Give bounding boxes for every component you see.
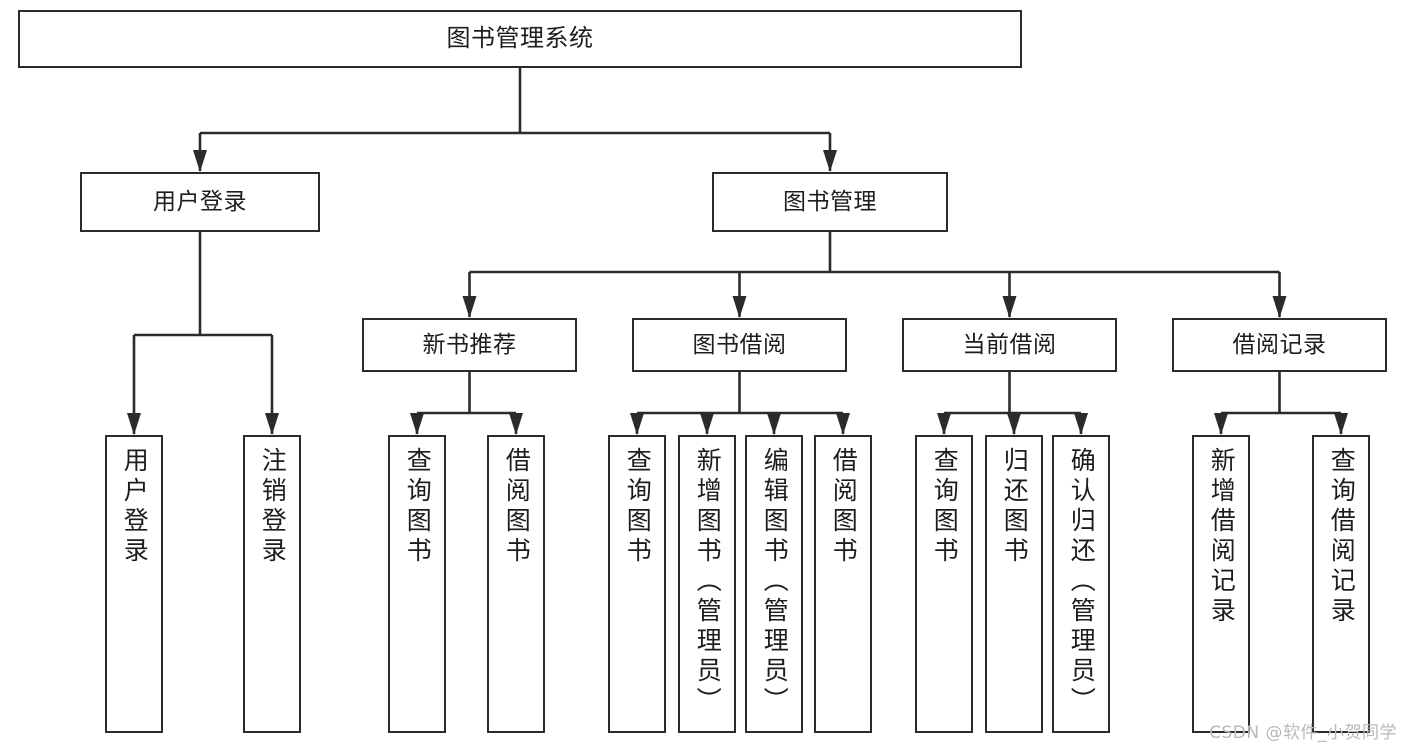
node-leaf-add-record[interactable]: 新增借阅记录 (1192, 435, 1250, 733)
node-label: 查询图书 (403, 447, 433, 567)
node-leaf-add-book[interactable]: 新增图书（管理员） (678, 435, 736, 733)
node-leaf-query-book-3[interactable]: 查询图书 (915, 435, 973, 733)
node-leaf-query-book-2[interactable]: 查询图书 (608, 435, 666, 733)
node-label: 编辑图书（管理员） (760, 447, 790, 717)
node-label: 确认归还（管理员） (1067, 447, 1097, 717)
node-label: 用户登录 (153, 188, 247, 215)
node-leaf-user-logout[interactable]: 注销登录 (243, 435, 301, 733)
node-current-borrow[interactable]: 当前借阅 (902, 318, 1117, 372)
node-leaf-user-login[interactable]: 用户登录 (105, 435, 163, 733)
node-label: 图书借阅 (692, 331, 787, 358)
node-label: 借阅图书 (502, 447, 532, 567)
node-leaf-confirm-return[interactable]: 确认归还（管理员） (1052, 435, 1110, 733)
node-label: 查询图书 (623, 447, 653, 567)
node-leaf-query-record[interactable]: 查询借阅记录 (1312, 435, 1370, 733)
node-label: 借阅图书 (829, 447, 859, 567)
node-label: 新书推荐 (422, 331, 517, 358)
node-root[interactable]: 图书管理系统 (18, 10, 1022, 68)
node-label: 查询借阅记录 (1327, 447, 1357, 627)
node-book-manage[interactable]: 图书管理 (712, 172, 948, 232)
node-label: 归还图书 (1000, 447, 1030, 567)
node-leaf-edit-book[interactable]: 编辑图书（管理员） (745, 435, 803, 733)
node-label: 当前借阅 (962, 331, 1057, 358)
node-leaf-query-book-1[interactable]: 查询图书 (388, 435, 446, 733)
node-label: 注销登录 (258, 447, 288, 567)
node-leaf-borrow-book-1[interactable]: 借阅图书 (487, 435, 545, 733)
node-user-login[interactable]: 用户登录 (80, 172, 320, 232)
node-leaf-return-book[interactable]: 归还图书 (985, 435, 1043, 733)
node-new-book-rec[interactable]: 新书推荐 (362, 318, 577, 372)
node-label: 图书管理 (783, 188, 877, 215)
node-label: 用户登录 (120, 447, 150, 567)
node-label: 查询图书 (930, 447, 960, 567)
node-borrow-record[interactable]: 借阅记录 (1172, 318, 1387, 372)
node-leaf-borrow-book-2[interactable]: 借阅图书 (814, 435, 872, 733)
node-book-borrow[interactable]: 图书借阅 (632, 318, 847, 372)
node-label: 借阅记录 (1232, 331, 1327, 358)
csdn-watermark: CSDN @软件_小贺同学 (1209, 723, 1397, 743)
node-label: 新增借阅记录 (1207, 447, 1237, 627)
node-label: 图书管理系统 (446, 24, 594, 53)
node-label: 新增图书（管理员） (693, 447, 723, 717)
